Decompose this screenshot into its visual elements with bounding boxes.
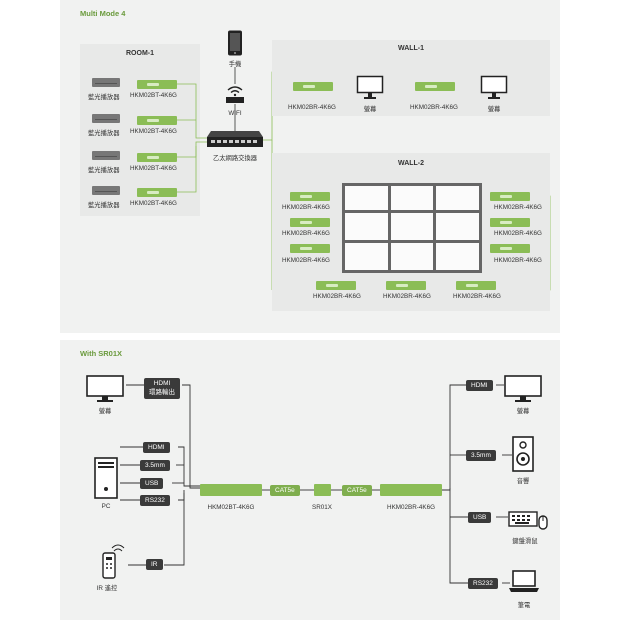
hdmi-tag: HDMI (143, 442, 170, 453)
receiver-device-icon (415, 82, 455, 91)
monitor-icon (480, 75, 508, 99)
hdmi-loop-out-tag: HDMI 環路輸出 (144, 378, 180, 399)
monitor-label: 螢幕 (516, 408, 530, 415)
ir-remote-icon (102, 544, 125, 579)
receiver-device-icon (290, 218, 330, 227)
bluray-player-icon (92, 78, 120, 87)
receiver-device-icon (490, 192, 530, 201)
transmitter-device-icon (137, 116, 177, 125)
cat5e-cable-tag: CAT5e (270, 485, 300, 496)
sr01x-connection-lines (120, 384, 512, 584)
receiver-label: HKM02BR-4K6G (282, 230, 330, 237)
transmitter-device-icon (137, 80, 177, 89)
cat5e-cable-tag: CAT5e (342, 485, 372, 496)
hdmi-loop-tag-line1: HDMI (153, 380, 171, 387)
keyboard-mouse-label: 鍵盤滑鼠 (512, 538, 538, 545)
section-title-sr01x: With SR01X (80, 349, 123, 358)
ir-tag: IR (146, 559, 163, 570)
transmitter-label: HKM02BT-4K6G (130, 128, 177, 135)
bluray-player-icon (92, 114, 120, 123)
receiver-device-icon (490, 244, 530, 253)
rs232-tag: RS232 (468, 578, 498, 589)
transmitter-label: HKM02BT-4K6G (130, 200, 177, 207)
wall2-title: WALL-2 (397, 160, 425, 167)
audio-3.5mm-tag: 3.5mm (140, 460, 170, 471)
repeater-label: SR01X (312, 504, 332, 511)
receiver-device-icon (290, 192, 330, 201)
display-label: 螢幕 (487, 106, 501, 113)
receiver-device-icon (316, 281, 356, 290)
receiver-device-icon (380, 484, 442, 496)
monitor-icon (504, 375, 542, 402)
receiver-device-icon (293, 82, 333, 91)
transmitter-label: HKM02BT-4K6G (207, 504, 255, 511)
receiver-label: HKM02BR-4K6G (282, 257, 330, 264)
ethernet-switch-icon (207, 131, 263, 147)
bluray-player-label: 藍光播放器 (88, 167, 120, 174)
receiver-label: HKM02BR-4K6G (453, 293, 501, 300)
ir-remote-label: IR 遙控 (96, 585, 118, 592)
transmitter-device-icon (137, 153, 177, 162)
receiver-label: HKM02BR-4K6G (383, 293, 431, 300)
receiver-label: HKM02BR-4K6G (494, 257, 542, 264)
bluray-player-label: 藍光播放器 (88, 202, 120, 209)
wall1-title: WALL-1 (397, 45, 425, 52)
video-wall-icon (342, 183, 482, 273)
audio-3.5mm-tag: 3.5mm (466, 450, 496, 461)
switch-label: 乙太網路交換器 (212, 155, 258, 162)
receiver-label: HKM02BR-4K6G (494, 230, 542, 237)
hdmi-tag: HDMI (466, 380, 493, 391)
transmitter-label: HKM02BT-4K6G (130, 92, 177, 99)
sr01x-repeater-icon (314, 484, 331, 496)
wifi-router-icon (226, 86, 244, 103)
receiver-label: HKM02BR-4K6G (494, 204, 542, 211)
receiver-label: HKM02BR-4K6G (282, 204, 330, 211)
receiver-device-icon (456, 281, 496, 290)
monitor-label: 螢幕 (98, 408, 112, 415)
receiver-device-icon (490, 218, 530, 227)
transmitter-device-icon (137, 188, 177, 197)
pc-tower-icon (94, 457, 118, 499)
phone-label: 手機 (228, 61, 242, 68)
monitor-icon (86, 375, 124, 402)
receiver-device-icon (290, 244, 330, 253)
monitor-icon (356, 75, 384, 99)
smartphone-icon (228, 30, 242, 56)
room1-title: ROOM-1 (126, 50, 154, 57)
hdmi-loop-tag-line2: 環路輸出 (149, 389, 175, 396)
wifi-label: WIFI (228, 110, 242, 117)
receiver-label: HKM02BR-4K6G (410, 104, 458, 111)
pc-label: PC (101, 503, 111, 510)
display-label: 螢幕 (363, 106, 377, 113)
laptop-icon (509, 570, 539, 592)
rs232-tag: RS232 (140, 495, 170, 506)
transmitter-device-icon (200, 484, 262, 496)
transmitter-label: HKM02BT-4K6G (130, 165, 177, 172)
receiver-device-icon (386, 281, 426, 290)
receiver-label: HKM02BR-4K6G (313, 293, 361, 300)
bluray-player-icon (92, 186, 120, 195)
receiver-label: HKM02BR-4K6G (288, 104, 336, 111)
speaker-icon (512, 436, 534, 472)
keyboard-mouse-icon (508, 511, 548, 530)
bluray-player-label: 藍光播放器 (88, 94, 120, 101)
laptop-label: 筆電 (517, 602, 531, 609)
usb-tag: USB (468, 512, 492, 523)
usb-tag: USB (140, 478, 164, 489)
speaker-label: 音響 (516, 478, 530, 485)
receiver-label: HKM02BR-4K6G (387, 504, 435, 511)
bluray-player-icon (92, 151, 120, 160)
bluray-player-label: 藍光播放器 (88, 130, 120, 137)
section-title-multi-mode: Multi Mode 4 (80, 9, 126, 18)
